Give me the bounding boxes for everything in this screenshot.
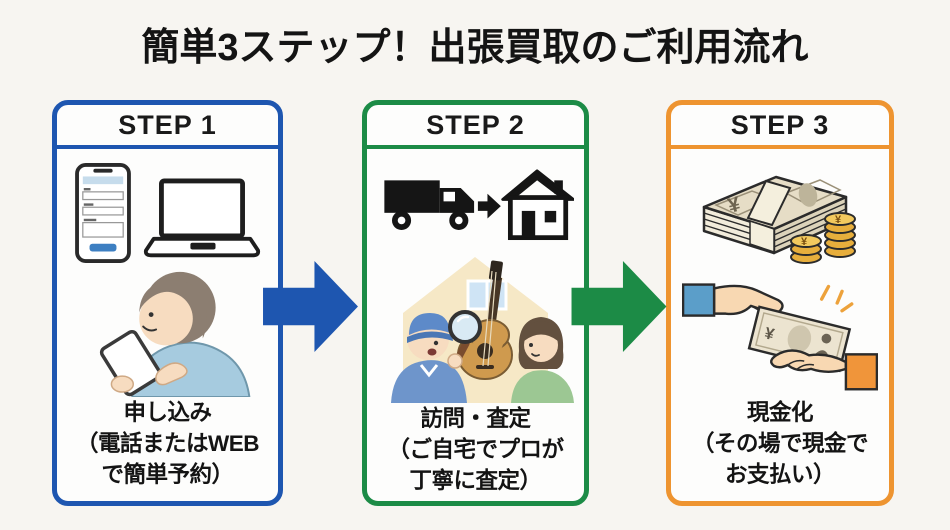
customer-left-hand: [110, 375, 134, 393]
cap-brim: [407, 331, 453, 343]
flow-arrow-step2-to-step3: [571, 261, 667, 352]
step3-body: ¥ ¥ ¥: [671, 149, 889, 504]
truck-icon: [383, 180, 474, 230]
customer-eye: [148, 312, 154, 317]
house-icon: [500, 169, 574, 241]
customer-face: [139, 291, 193, 346]
step1-label: STEP 1: [118, 109, 217, 140]
customer-using-phone-illustration: [99, 271, 251, 397]
step1-header: STEP 1: [57, 105, 278, 149]
cap: [409, 313, 450, 335]
small-arrow-icon: [477, 193, 501, 219]
step3-caption-line1: 現金化: [746, 400, 814, 425]
appraiser-illustration: [391, 313, 467, 403]
smartphone-form-icon: [74, 163, 131, 263]
step1-body: 申し込み （電話またはWEB で簡単予約）: [57, 149, 278, 504]
step3-header: STEP 3: [671, 105, 889, 149]
step2-header: STEP 2: [367, 105, 584, 149]
customer-right-hand: [155, 362, 188, 386]
band: [746, 179, 792, 227]
step3-caption-line2: （その場で現金で: [691, 431, 869, 456]
step1-caption-line3: で簡単予約）: [101, 462, 234, 487]
step2-caption-line3: 丁寧に査定）: [409, 468, 542, 493]
coin-stack-left: ¥: [790, 234, 822, 264]
sparkle-lines: [819, 284, 854, 313]
blue-sleeve: [682, 283, 716, 317]
yen-mark-coin-left: ¥: [801, 236, 808, 248]
handheld-phone: [99, 329, 162, 397]
truck-to-house-icons: [383, 169, 574, 241]
laptop-icon: [143, 178, 260, 258]
band-side: [749, 219, 775, 254]
coin-stack-right: ¥: [824, 212, 856, 258]
step1-caption: 申し込み （電話またはWEB で簡単予約）: [76, 397, 260, 494]
step3-caption-line3: お支払い）: [724, 462, 836, 487]
magnifier-icon: [447, 310, 482, 369]
step1-panel: STEP 1: [52, 100, 283, 506]
giving-hand: [682, 283, 784, 320]
cash-icons: ¥ ¥ ¥: [702, 175, 856, 264]
step2-caption: 訪問・査定 （ご自宅でプロが 丁寧に査定）: [387, 403, 564, 500]
step1-device-icons: [74, 163, 262, 263]
step3-label: STEP 3: [730, 109, 830, 140]
receiving-hand: [770, 349, 878, 391]
yen-mark-coin-right: ¥: [835, 214, 842, 226]
customer-hair-fringe: [139, 279, 207, 339]
step2-caption-line1: 訪問・査定: [420, 406, 531, 431]
step2-panel: STEP 2: [362, 100, 589, 506]
customer-mouth: [142, 325, 158, 332]
appraiser-hand: [447, 353, 463, 369]
step2-body: 訪問・査定 （ご自宅でプロが 丁寧に査定）: [367, 149, 584, 510]
page-title: 簡単3ステップ！出張買取のご利用流れ: [141, 27, 809, 69]
orange-sleeve: [844, 353, 878, 391]
step3-caption: 現金化 （その場で現金で お支払い）: [691, 397, 869, 494]
appraisal-scene-illustration: [391, 257, 574, 403]
customer-woman-illustration: [511, 317, 574, 403]
step1-caption-line2: （電話またはWEB: [76, 431, 260, 456]
step1-caption-line1: 申し込み: [123, 400, 212, 425]
step2-caption-line2: （ご自宅でプロが: [387, 437, 564, 462]
cash-handover-illustration: ¥: [682, 283, 878, 391]
flow-arrow-step1-to-step2: [263, 261, 358, 352]
step2-label: STEP 2: [426, 109, 525, 140]
step3-panel: STEP 3 ¥: [666, 100, 894, 506]
